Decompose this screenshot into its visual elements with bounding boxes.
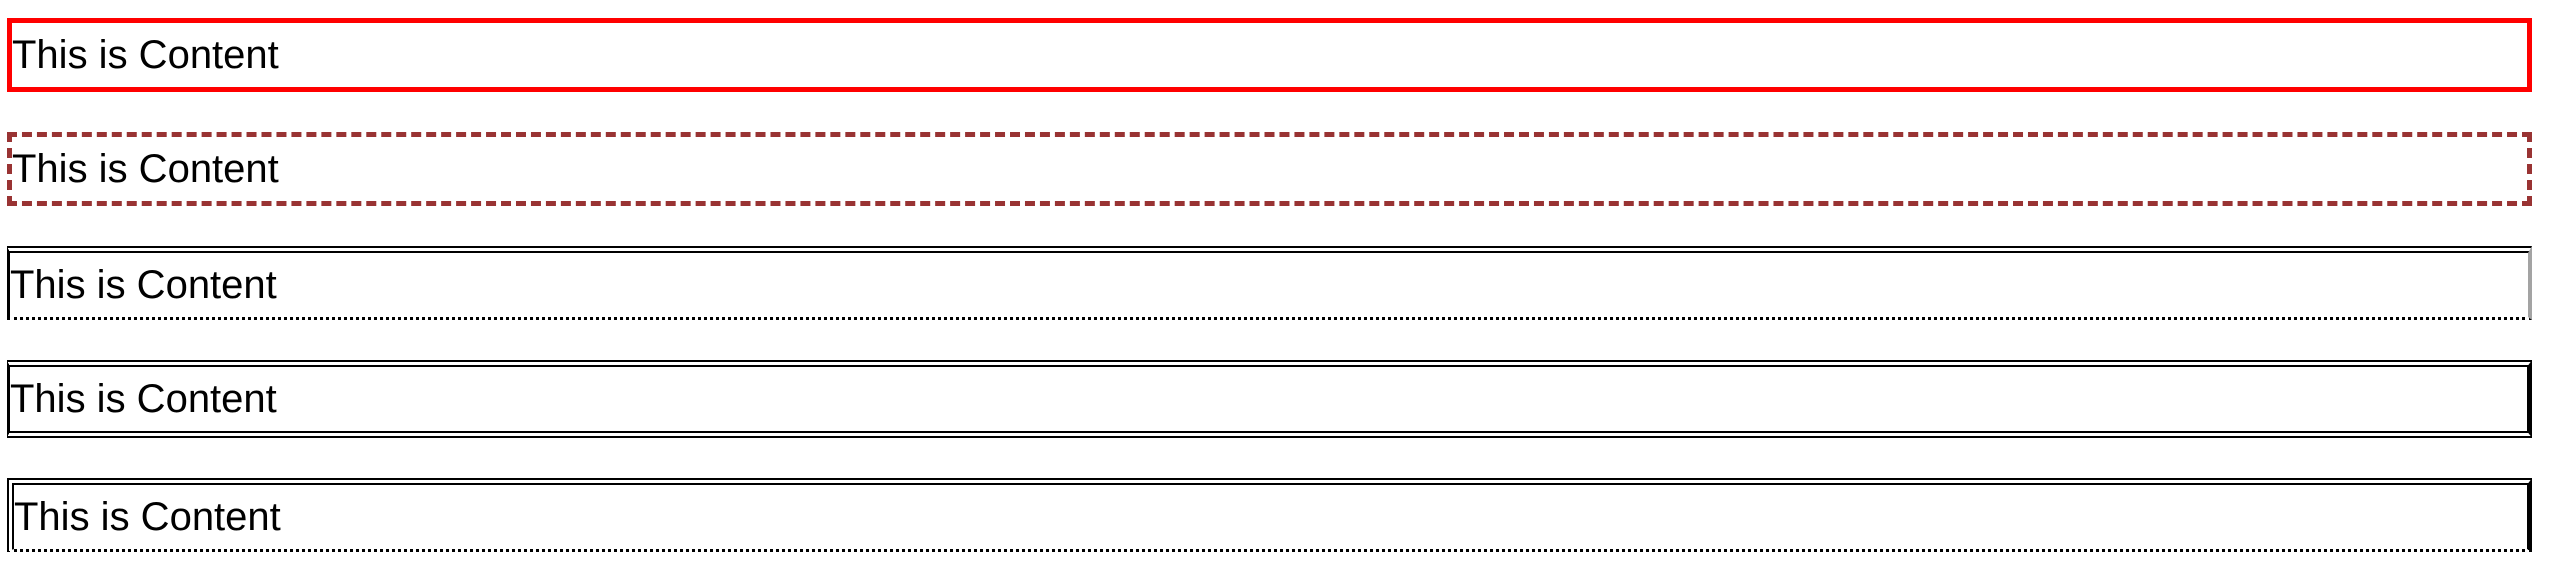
content-box-double-top-bottom-border: This is Content <box>7 360 2532 438</box>
content-box-double-top-dotted-bottom-border: This is Content <box>7 246 2532 320</box>
content-text: This is Content <box>12 147 279 191</box>
content-box-solid-red-border: This is Content <box>7 18 2532 92</box>
content-text: This is Content <box>10 263 277 307</box>
content-text: This is Content <box>10 377 277 421</box>
content-box-dashed-red-border: This is Content <box>7 132 2532 206</box>
content-text: This is Content <box>12 33 279 77</box>
content-text: This is Content <box>14 495 281 539</box>
content-box-double-top-left-dotted-bottom-border: This is Content <box>7 478 2532 552</box>
